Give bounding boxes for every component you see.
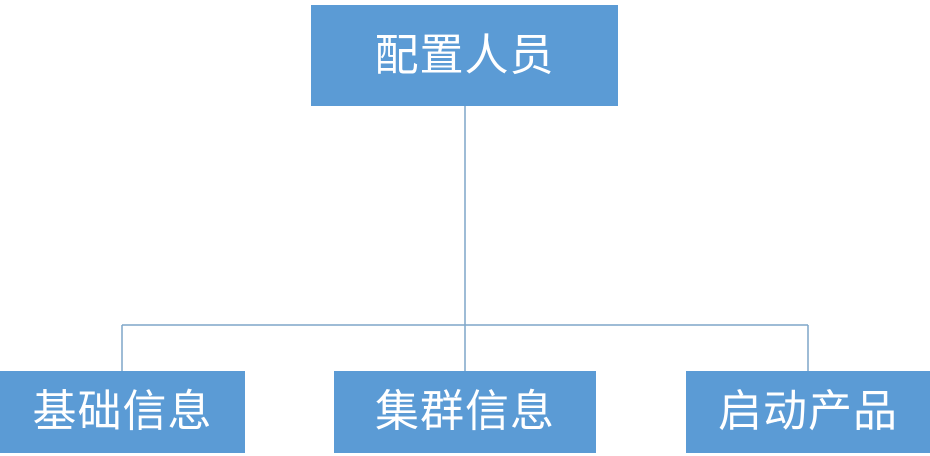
- child-node-label: 集群信息: [375, 386, 555, 437]
- child-node-label: 基础信息: [32, 386, 213, 437]
- child-node-label: 启动产品: [718, 386, 898, 437]
- child-node-cluster-info: 集群信息: [334, 371, 596, 453]
- child-node-basic-info: 基础信息: [0, 371, 245, 453]
- child-node-launch-product: 启动产品: [686, 371, 930, 453]
- root-node: 配置人员: [311, 5, 618, 106]
- root-node-label: 配置人员: [374, 29, 555, 81]
